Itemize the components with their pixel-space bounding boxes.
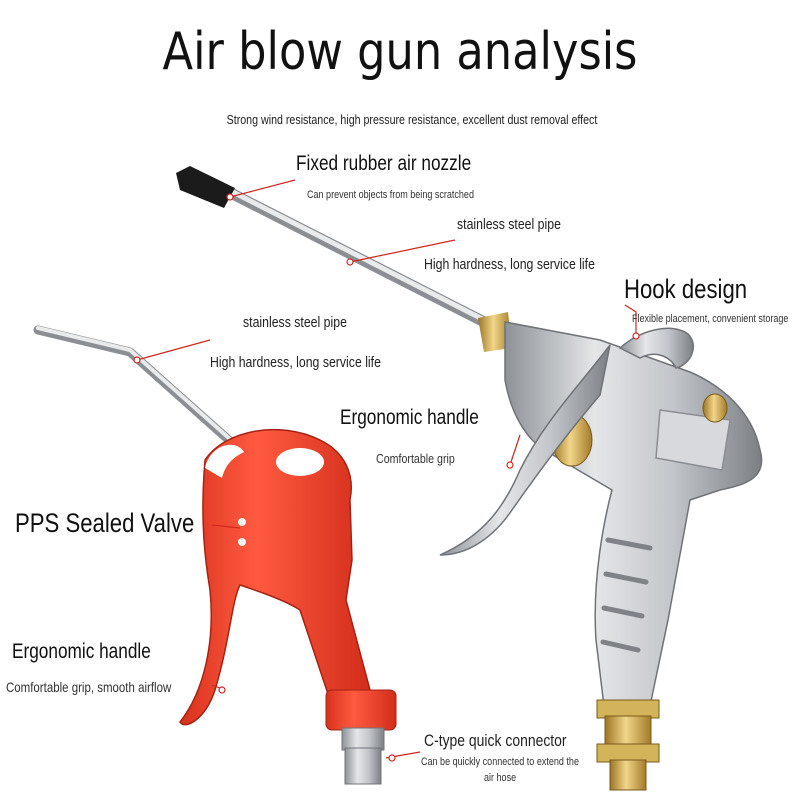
connector-desc-line2: air hose <box>484 772 517 784</box>
connector-title: C-type quick connector <box>424 731 567 750</box>
hook-desc: Flexible placement, convenient storage <box>632 313 789 325</box>
metal-pipe-desc: High hardness, long service life <box>424 256 595 273</box>
nozzle-title: Fixed rubber air nozzle <box>296 152 472 175</box>
red-pipe-title: stainless steel pipe <box>243 314 347 331</box>
page-title: Air blow gun analysis <box>162 22 638 82</box>
red-handle-desc: Comfortable grip, smooth airflow <box>6 679 172 695</box>
valve-title: PPS Sealed Valve <box>15 508 195 538</box>
hook-title: Hook design <box>624 274 748 304</box>
metal-handle-title: Ergonomic handle <box>340 406 479 429</box>
red-pipe-desc: High hardness, long service life <box>210 354 381 371</box>
connector-desc-line1: Can be quickly connected to extend the <box>421 756 579 768</box>
page-subtitle: Strong wind resistance, high pressure re… <box>226 112 598 127</box>
metal-handle-desc: Comfortable grip <box>376 451 455 466</box>
red-gun <box>33 325 397 785</box>
nozzle-desc: Can prevent objects from being scratched <box>307 189 474 201</box>
metal-pipe-title: stainless steel pipe <box>457 216 561 233</box>
red-handle-title: Ergonomic handle <box>12 640 151 663</box>
leader-lines <box>133 179 640 762</box>
metal-gun <box>176 166 763 791</box>
